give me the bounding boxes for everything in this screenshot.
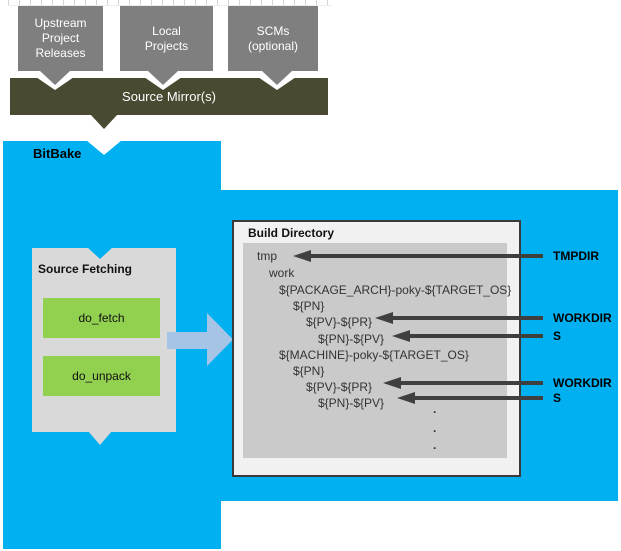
s2-label: S bbox=[553, 391, 562, 405]
tree-ellipsis-dot-3: . bbox=[433, 438, 437, 452]
tree-item-pn-2: ${PN} bbox=[293, 364, 325, 378]
workdir1-arrow-line bbox=[393, 316, 543, 320]
box-local-projects: Local Projects bbox=[120, 6, 213, 71]
task-do-fetch: do_fetch bbox=[43, 298, 160, 338]
workdir2-arrow-line bbox=[401, 381, 543, 385]
flow-arrow-shaft bbox=[167, 332, 208, 349]
tree-ellipsis-dot-2: . bbox=[433, 421, 437, 435]
tree-item-pn-pv-2: ${PN}-${PV} bbox=[318, 396, 385, 410]
tmpdir-arrow-line bbox=[311, 254, 543, 258]
s1-label: S bbox=[553, 329, 562, 343]
tree-item-package-arch: ${PACKAGE_ARCH}-poky-${TARGET_OS} bbox=[279, 283, 512, 297]
tree-item-work: work bbox=[269, 266, 295, 280]
box-upstream-label: Upstream Project Releases bbox=[34, 16, 87, 60]
tree-item-pv-pr-1: ${PV}-${PR} bbox=[306, 315, 373, 329]
bitbake-label: BitBake bbox=[33, 146, 82, 161]
box-scms-optional: SCMs (optional) bbox=[228, 6, 318, 71]
source-fetching-title: Source Fetching bbox=[38, 262, 133, 276]
workdir2-label: WORKDIR bbox=[553, 376, 612, 390]
tree-item-pn-pv-1: ${PN}-${PV} bbox=[318, 332, 385, 346]
s1-arrow-line bbox=[410, 334, 543, 338]
box-local-label: Local Projects bbox=[144, 23, 189, 53]
tree-item-tmp: tmp bbox=[257, 249, 278, 263]
tree-item-pv-pr-2: ${PV}-${PR} bbox=[306, 380, 373, 394]
directory-tree-panel bbox=[243, 243, 507, 458]
tmpdir-label: TMPDIR bbox=[553, 249, 599, 263]
s2-arrow-line bbox=[415, 396, 543, 400]
do-unpack-label: do_unpack bbox=[72, 369, 131, 383]
task-do-unpack: do_unpack bbox=[43, 356, 160, 396]
mirror-bottom-pointer bbox=[90, 114, 118, 129]
do-fetch-label: do_fetch bbox=[78, 311, 125, 325]
tree-ellipsis-dot-1: . bbox=[433, 402, 437, 416]
box-upstream-project-releases: Upstream Project Releases bbox=[18, 6, 103, 71]
tree-item-pn-1: ${PN} bbox=[293, 299, 325, 313]
source-mirror-label: Source Mirror(s) bbox=[122, 89, 216, 104]
ruler-ticks bbox=[8, 0, 332, 6]
build-directory-title: Build Directory bbox=[248, 226, 335, 240]
box-scms-label: SCMs (optional) bbox=[247, 23, 299, 53]
tree-item-machine: ${MACHINE}-poky-${TARGET_OS} bbox=[279, 348, 469, 362]
workdir1-label: WORKDIR bbox=[553, 311, 612, 325]
source-fetching-box bbox=[32, 248, 176, 432]
